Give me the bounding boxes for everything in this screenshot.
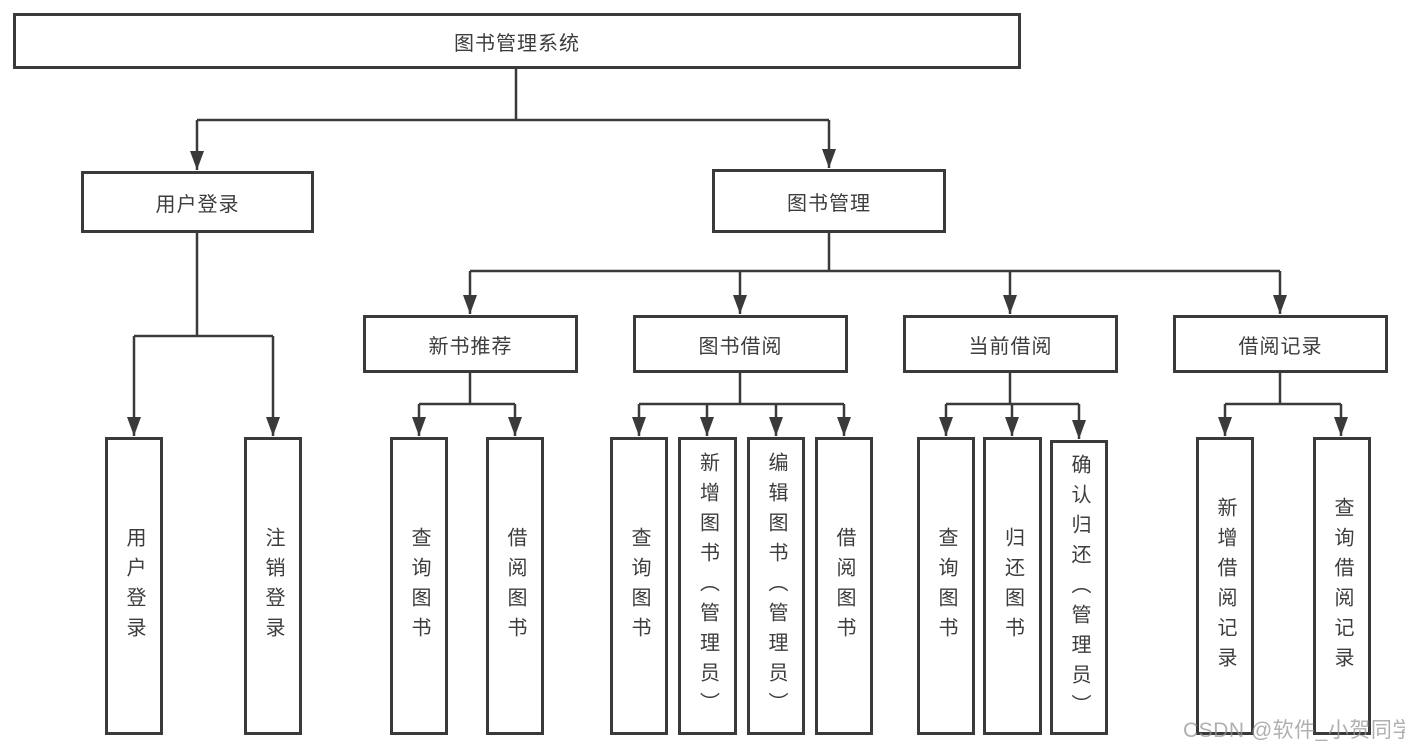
node-book-borrow: 图书借阅	[633, 315, 848, 373]
leaf-record-query: 查询借阅记录	[1313, 437, 1371, 735]
leaf-recommend-borrow-books: 借阅图书	[486, 437, 544, 735]
node-root-system: 图书管理系统	[13, 13, 1021, 69]
leaf-current-query-books: 查询图书	[917, 437, 975, 735]
leaf-borrow-borrow-books: 借阅图书	[815, 437, 873, 735]
leaf-borrow-query-books: 查询图书	[610, 437, 668, 735]
leaf-borrow-add-books-admin: 新增图书（管理员）	[678, 437, 737, 735]
leaf-current-return-books: 归还图书	[983, 437, 1042, 735]
leaf-current-confirm-return-admin: 确认归还（管理员）	[1050, 440, 1108, 735]
csdn-watermark: CSDN @软件_小贺同学	[1183, 719, 1405, 742]
node-borrow-records: 借阅记录	[1173, 315, 1388, 373]
leaf-borrow-edit-books-admin: 编辑图书（管理员）	[747, 437, 805, 735]
connector-new-book-recommend-to-leaves	[412, 373, 522, 436]
leaf-recommend-query-books: 查询图书	[390, 437, 448, 735]
connector-borrow-records-to-leaves	[1218, 373, 1348, 436]
connector-root-to-level2	[190, 69, 836, 170]
node-book-management: 图书管理	[712, 169, 946, 233]
connector-book-borrow-to-leaves	[632, 373, 851, 436]
node-current-borrow: 当前借阅	[903, 315, 1118, 373]
leaf-record-add: 新增借阅记录	[1196, 437, 1254, 735]
node-user-login: 用户登录	[81, 171, 314, 233]
node-new-book-recommend: 新书推荐	[363, 315, 578, 373]
leaf-logout-login: 注销登录	[244, 437, 302, 735]
connector-user-login-to-leaves	[127, 233, 280, 436]
leaf-user-login: 用户登录	[105, 437, 163, 735]
connector-book-management-to-level3	[463, 233, 1287, 314]
connector-current-borrow-to-leaves	[939, 373, 1086, 439]
